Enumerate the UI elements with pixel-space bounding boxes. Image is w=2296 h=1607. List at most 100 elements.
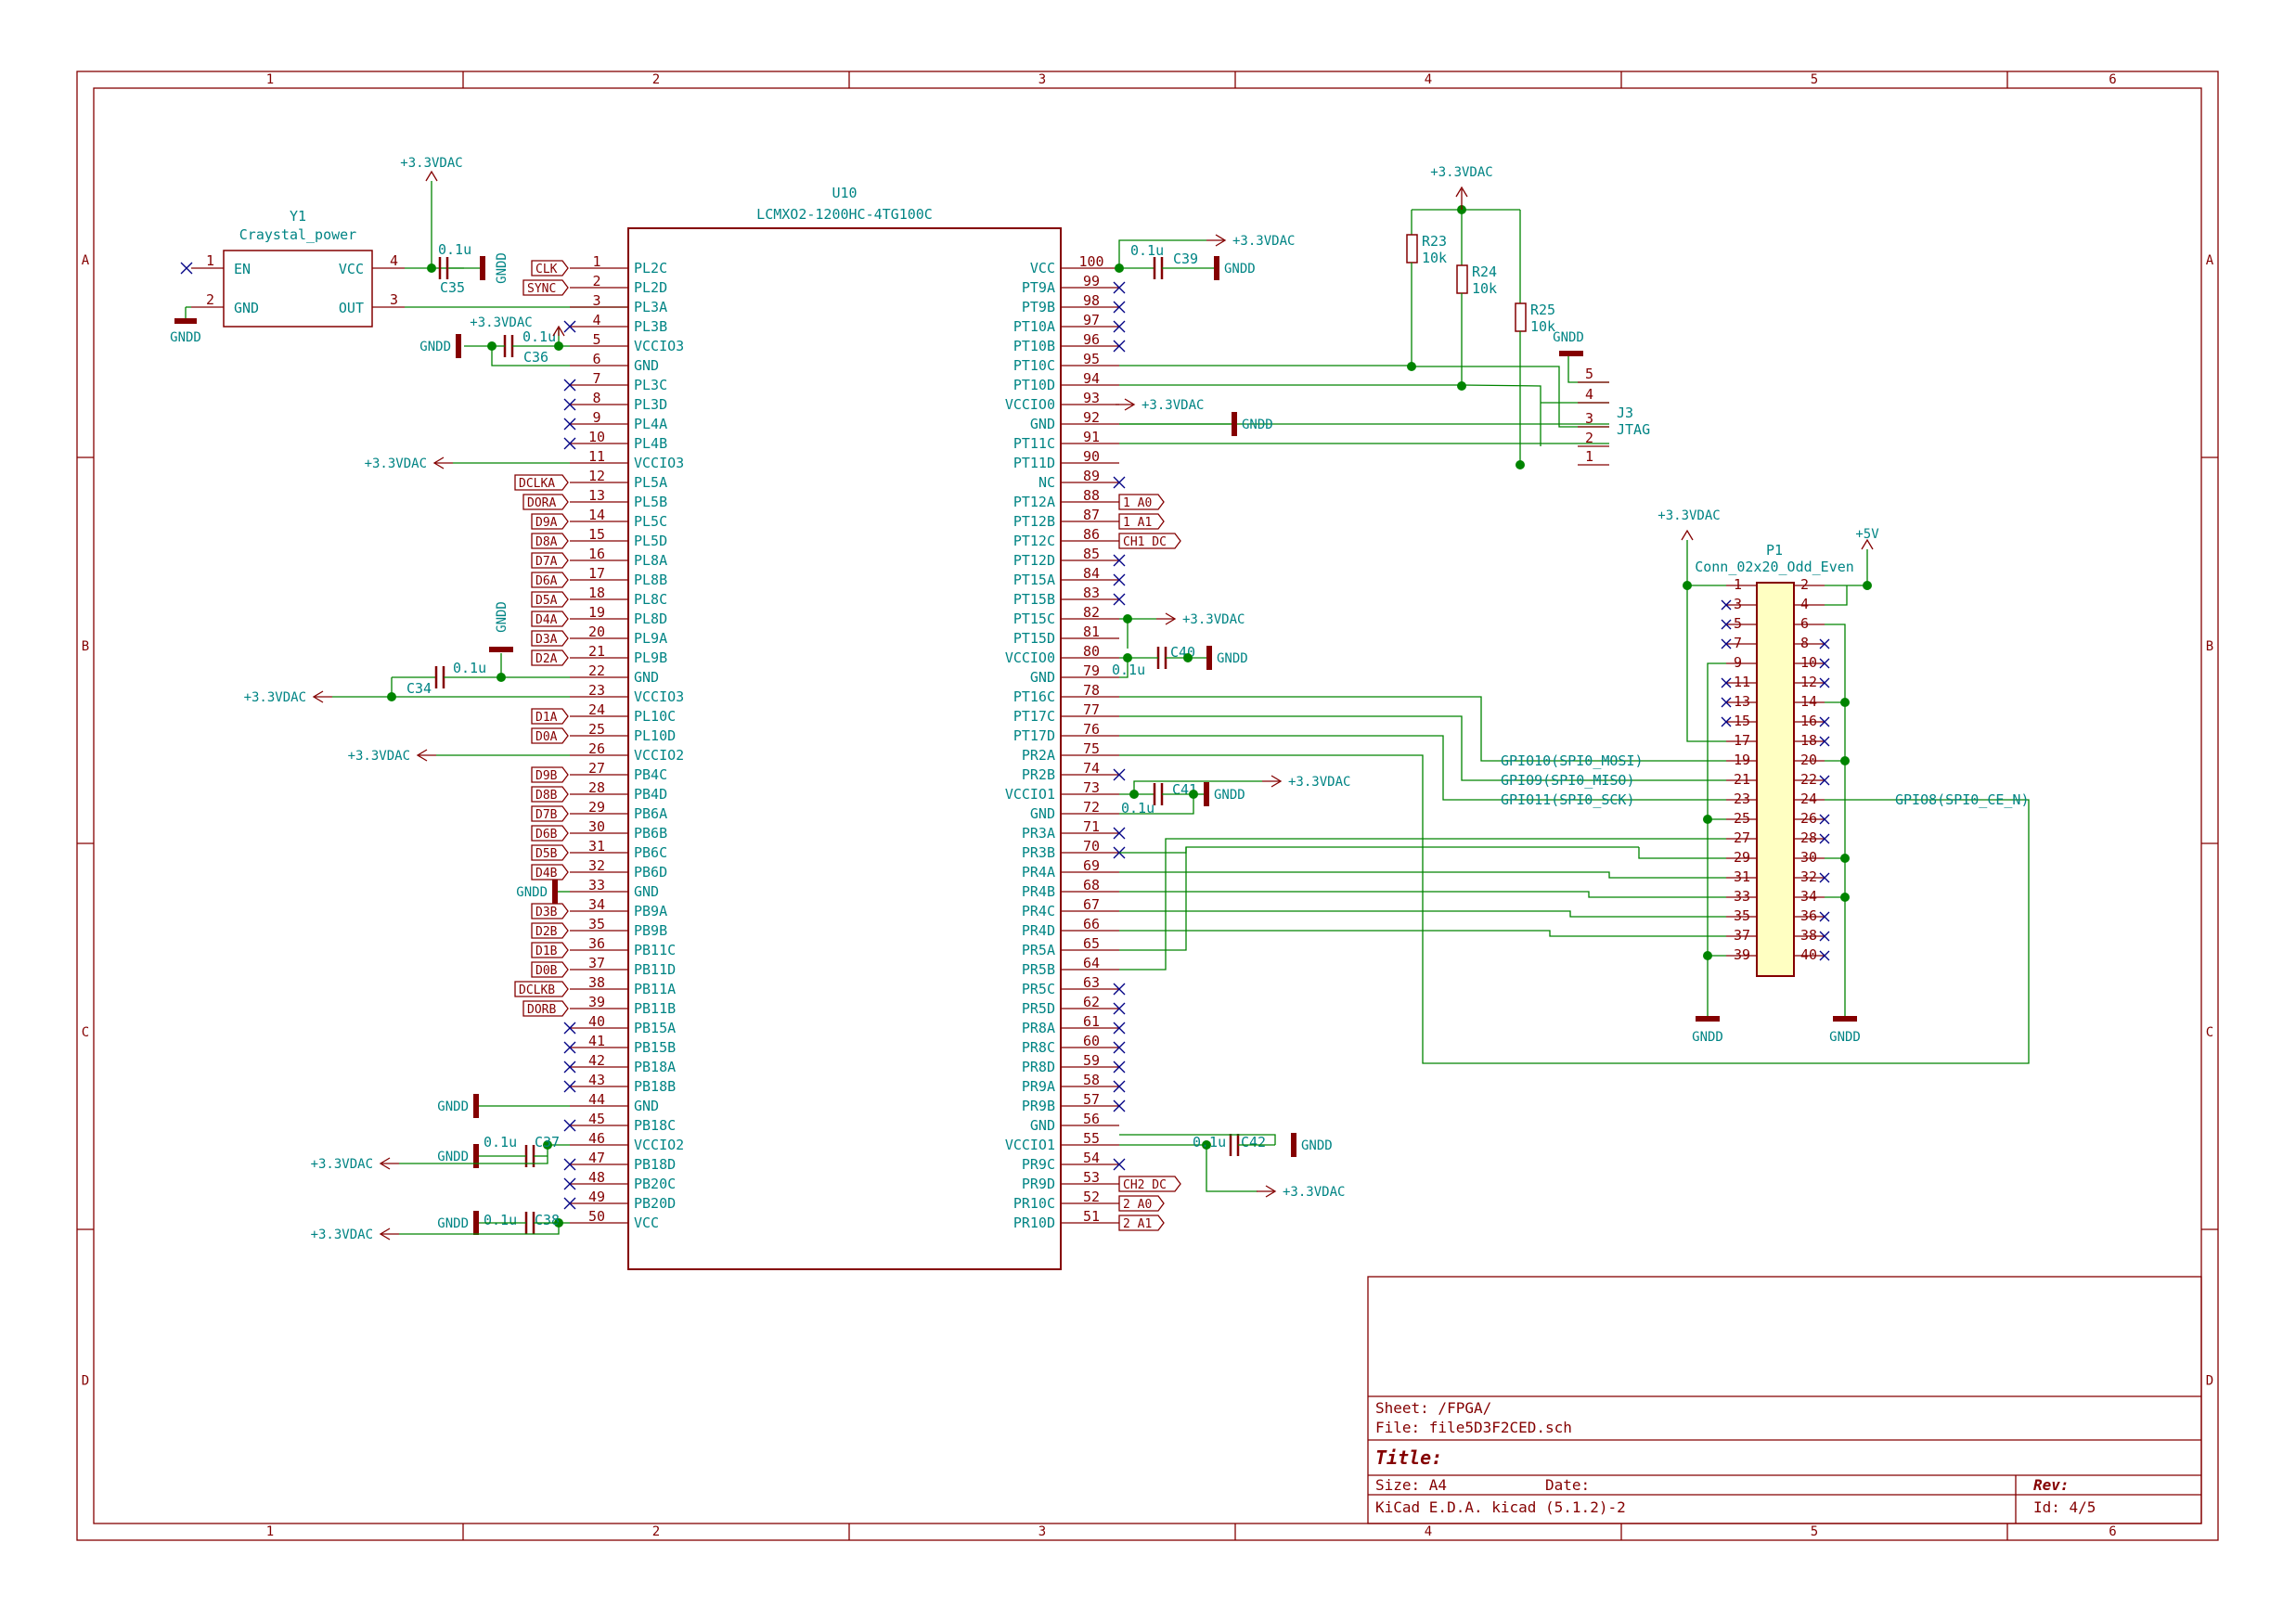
hier-label	[531, 260, 569, 276]
u10-pin-number: 22	[588, 662, 605, 679]
p1-pin-number: 40	[1800, 946, 1817, 963]
power-arrow-icon	[1165, 612, 1177, 625]
u10-pin-name: PT10A	[1013, 318, 1055, 335]
wire	[1119, 754, 2030, 1064]
u10-pin-name: PB18C	[634, 1117, 676, 1134]
u10-pin-number: 26	[588, 740, 605, 757]
u10-pin-number: 39	[588, 994, 605, 1010]
u10-pin-name: PR4D	[1022, 922, 1055, 939]
u10-pin-number: 32	[588, 857, 605, 874]
nc-stroke	[1819, 638, 1830, 649]
p1-pin-number: 18	[1800, 732, 1817, 749]
hier-label	[1118, 513, 1165, 530]
u10-pin-name: PR9B	[1022, 1098, 1055, 1114]
no-connect-icon	[563, 1119, 576, 1132]
u10-pin-number: 68	[1083, 877, 1100, 893]
p1-pin-number: 4	[1800, 596, 1809, 612]
u10-pin-name: PR5C	[1022, 981, 1055, 997]
u10-pin-name: PT9A	[1022, 279, 1055, 296]
frame-col-label: 3	[1038, 72, 1046, 87]
nc-stroke	[563, 418, 576, 431]
u10-pin-name: PB11C	[634, 942, 676, 958]
nc-stroke	[563, 320, 576, 333]
u10-pin-number: 7	[592, 370, 600, 387]
gnd-label: GNDD	[1692, 1030, 1723, 1045]
u10-pin-number: 66	[1083, 916, 1100, 932]
u10-pin-number: 53	[1083, 1169, 1100, 1186]
hier-label-text: 2_A0	[1123, 1198, 1152, 1212]
nc-stroke	[1113, 983, 1126, 996]
wire	[1119, 735, 1726, 801]
hier-label-text: D5B	[535, 847, 558, 861]
p1-pin-number: 11	[1734, 674, 1750, 690]
u10-pin-number: 65	[1083, 935, 1100, 952]
p1-pin-number: 31	[1734, 868, 1750, 885]
hier-label	[531, 708, 569, 725]
p1-pin-number: 37	[1734, 927, 1750, 944]
u10-pin-number: 61	[1083, 1013, 1100, 1030]
u10-pin-number: 30	[588, 818, 605, 835]
u10-pin-number: 2	[592, 273, 600, 289]
no-connect-icon	[1819, 638, 1830, 649]
u10-pin-name: PL9A	[634, 630, 667, 647]
u10-pin-name: PR5B	[1022, 961, 1055, 978]
frame-col-label: 1	[266, 72, 274, 87]
u10-pin-number: 20	[588, 624, 605, 640]
frame-row-label: B	[82, 639, 89, 654]
hier-label-text: D8A	[535, 535, 558, 549]
nc-stroke	[563, 1158, 576, 1171]
nc-stroke	[563, 1041, 576, 1054]
u10-pin-number: 75	[1083, 740, 1100, 757]
u10-fpga[interactable]: U10 LCMXO2-1200HC-4TG100C PL2C1CLKPL2D2S…	[514, 185, 1181, 1270]
y1-pinnum-4: 4	[390, 252, 398, 269]
u10-pin-name: VCCIO1	[1005, 1137, 1055, 1153]
u10-pin-name: VCCIO3	[634, 338, 684, 354]
wire	[1707, 662, 1726, 1016]
p1-pin-number: 25	[1734, 810, 1750, 827]
no-connect-icon	[1819, 658, 1830, 669]
vdd-label: +3.3VDAC	[1232, 234, 1295, 249]
gnd-label: GNDD	[437, 1216, 469, 1231]
pullup-resistors[interactable]: R23 10k R24 10k R25 10k +3.3VDAC	[1406, 165, 1555, 469]
hier-label	[531, 922, 569, 939]
wire	[1825, 585, 1848, 606]
p1-pin-number: 32	[1800, 868, 1817, 885]
u10-pin-number: 74	[1083, 760, 1100, 777]
p1-pin-number: 15	[1734, 713, 1750, 729]
wire	[1119, 696, 1726, 762]
cap-value: 0.1u	[1112, 662, 1145, 678]
u10-pin-number: 25	[588, 721, 605, 738]
u10-pin-name: PL5A	[634, 474, 667, 491]
u10-pin-number: 31	[588, 838, 605, 855]
no-connect-icon	[1113, 768, 1126, 781]
y1-oscillator[interactable]: Y1 Craystal_power EN GND VCC OUT 1 2 4 3…	[170, 181, 627, 345]
u10-pin-number: 67	[1083, 896, 1100, 913]
no-connect-icon	[1113, 1099, 1126, 1112]
gnd-symbol	[1291, 1133, 1296, 1157]
frame-row-label: C	[2206, 1025, 2213, 1040]
u10-pin-name: PB18D	[634, 1156, 676, 1173]
cap-value: 0.1u	[1193, 1134, 1226, 1151]
no-connect-icon	[1819, 677, 1830, 688]
hier-label	[1118, 1215, 1165, 1231]
no-connect-icon	[1113, 1061, 1126, 1073]
r24-value: 10k	[1472, 280, 1497, 297]
nc-stroke	[1113, 1158, 1126, 1171]
j3-pin-number: 3	[1585, 410, 1593, 427]
y1-ref: Y1	[290, 208, 306, 225]
gnd-label: GNDD	[1217, 651, 1248, 666]
p1-pin-number: 39	[1734, 946, 1750, 963]
cap-value: 0.1u	[438, 241, 471, 258]
u10-pin-number: 88	[1083, 487, 1100, 504]
no-connect-icon	[1113, 1158, 1126, 1171]
no-connect-icon	[1113, 320, 1126, 333]
junction	[1703, 951, 1712, 960]
u10-pin-number: 49	[588, 1189, 605, 1205]
hier-label-text: 1_A0	[1123, 496, 1152, 510]
p1-pin-number: 1	[1734, 576, 1742, 593]
frame-col-label: 2	[652, 1524, 660, 1539]
nc-stroke	[563, 1177, 576, 1190]
hier-label	[531, 572, 569, 588]
